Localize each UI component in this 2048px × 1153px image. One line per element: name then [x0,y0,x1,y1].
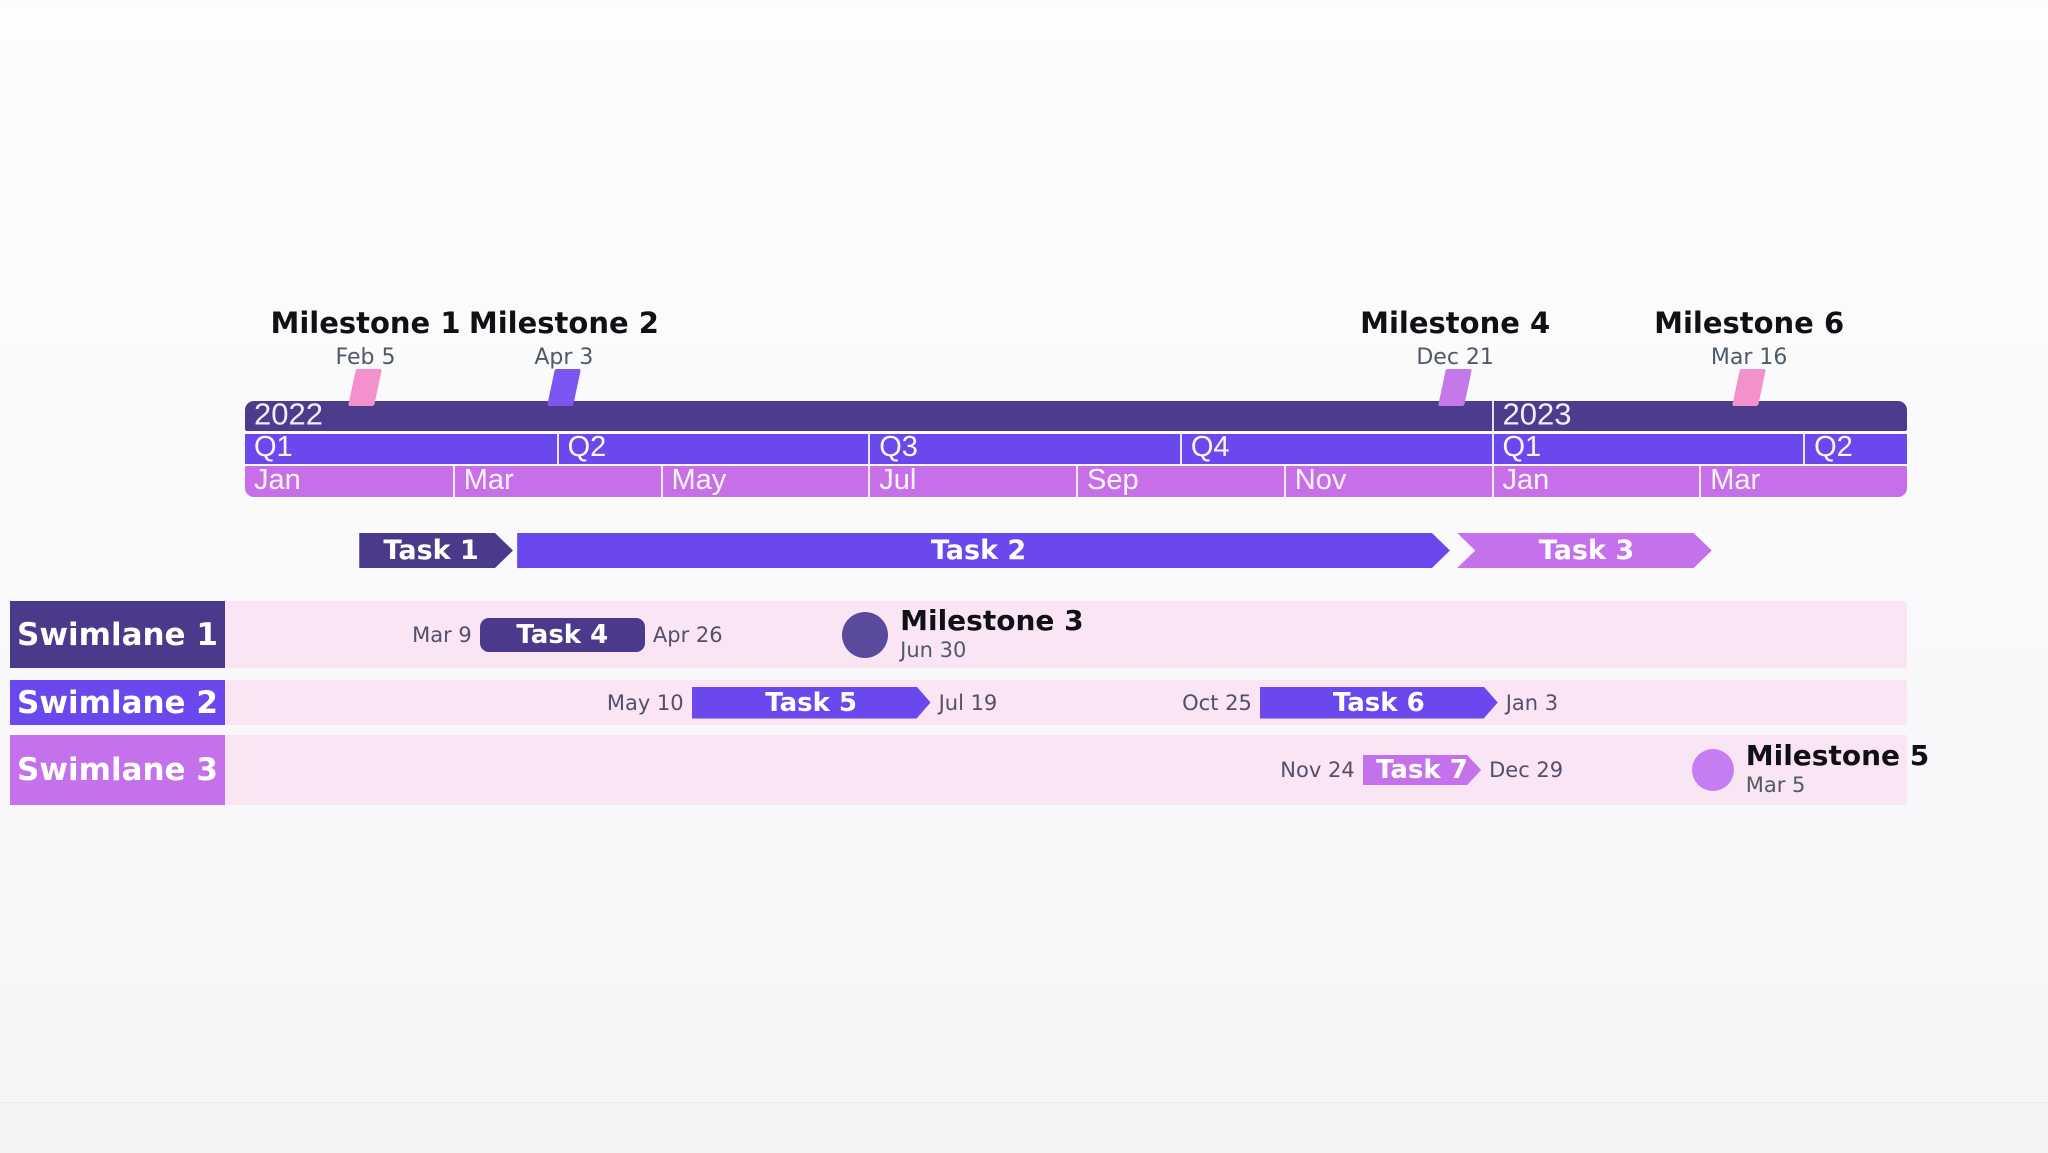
years-band-row: 2022 2023 [245,401,1907,431]
milestone-title: Milestone 5 [1745,739,1930,772]
task-end-date: Jul 19 [938,690,998,715]
swimlane-label-text: Swimlane 2 [17,684,218,721]
milestone-title: Milestone 4 [1360,306,1551,340]
task-label: Task 2 [930,535,1027,566]
task-start-date: Oct 25 [1182,690,1252,715]
milestone-title: Milestone 3 [900,603,1084,637]
quarters-band-row: Q1 Q2 Q3 Q4 Q1 Q2 [245,434,1907,464]
month-segment-label: Mar [1710,466,1761,496]
milestone-date: Feb 5 [335,345,396,370]
milestone-circle[interactable] [842,611,889,658]
month-segment-label: May [671,466,727,496]
swimlane-label-text: Swimlane 1 [17,616,218,653]
quarter-segment-label: Q4 [1190,434,1230,464]
swimlane-row [10,735,1907,805]
task-label: Task 7 [1375,755,1468,785]
month-segment-label: Jan [254,466,301,496]
task-start-date: May 10 [606,690,684,715]
quarter-segment-label: Q1 [254,434,293,464]
months-band-row: Jan Mar May Jul Sep Nov Jan Mar [245,466,1907,497]
milestone-date: Jun 30 [900,637,967,662]
month-segment[interactable]: Sep [1076,466,1284,497]
quarter-segment-label: Q2 [1814,434,1853,464]
task-bar[interactable]: Task 2 [517,533,1450,568]
bottom-strip [0,1102,2048,1153]
task-end-date: Jan 3 [1505,690,1559,715]
task-label: Task 6 [1332,687,1425,718]
task-label: Task 4 [516,619,609,650]
quarter-segment[interactable]: Q2 [1803,434,1907,464]
milestone-date: Mar 16 [1710,345,1788,370]
milestone-title: Milestone 6 [1654,306,1845,340]
swimlane-row [10,601,1907,668]
month-segment[interactable]: Jan [1491,466,1700,497]
top-milestone: Milestone 6 Mar 16 [1654,306,1844,373]
milestone-title: Milestone 2 [468,306,659,340]
quarter-segment[interactable]: Q4 [1179,434,1492,464]
milestone-circle[interactable] [1691,749,1734,791]
month-segment[interactable]: Mar [452,466,661,497]
top-milestone: Milestone 2 Apr 3 [469,306,659,373]
milestone-date: Apr 3 [534,345,594,370]
task-label: Task 3 [1538,535,1635,566]
task-end-date: Dec 29 [1489,758,1564,782]
month-segment-label: Nov [1294,466,1347,496]
swimlane-label[interactable]: Swimlane 3 [10,735,225,805]
swimlane-row [10,680,1907,725]
quarter-segment[interactable]: Q1 [1491,434,1804,464]
task-start-date: Mar 9 [412,622,472,647]
year-segment[interactable]: 2023 [1491,401,1907,431]
task-bar[interactable]: Task 5 [692,687,931,719]
task-bar[interactable]: Task 7 [1363,755,1481,785]
task-label: Task 1 [383,535,479,566]
month-segment-label: Sep [1087,466,1139,496]
task-start-date: Nov 24 [1280,758,1355,782]
quarter-segment-label: Q2 [567,434,607,464]
task-bar[interactable]: Task 1 [359,533,513,568]
month-segment[interactable]: Nov [1283,466,1492,497]
month-segment-label: Mar [463,466,514,496]
task-bar[interactable]: Task 6 [1260,687,1498,719]
year-segment-label: 2022 [254,401,323,431]
swimlane-label[interactable]: Swimlane 1 [10,601,225,668]
month-segment[interactable]: Mar [1699,466,1907,497]
task-end-date: Apr 26 [652,622,723,647]
year-segment[interactable]: 2022 [245,401,1492,431]
quarter-segment-label: Q3 [879,434,918,464]
task-label: Task 5 [765,687,858,718]
quarter-segment[interactable]: Q3 [868,434,1180,464]
month-segment[interactable]: Jul [868,466,1076,497]
year-segment-label: 2023 [1502,401,1572,431]
quarter-segment-label: Q1 [1502,434,1542,464]
quarter-segment[interactable]: Q2 [556,434,869,464]
milestone-title: Milestone 1 [270,306,461,340]
quarter-segment[interactable]: Q1 [245,434,557,464]
month-segment[interactable]: Jan [245,466,453,497]
task-bar[interactable]: Task 4 [479,617,645,652]
top-milestone: Milestone 1 Feb 5 [270,306,460,373]
swimlane-label[interactable]: Swimlane 2 [10,680,225,725]
month-segment-label: Jul [879,466,917,496]
month-segment[interactable]: May [660,466,869,497]
task-bar[interactable]: Task 3 [1457,533,1711,568]
swimlane-label-text: Swimlane 3 [17,752,218,788]
milestone-date: Dec 21 [1416,345,1494,370]
month-segment-label: Jan [1502,466,1550,496]
top-milestone: Milestone 4 Dec 21 [1360,306,1550,373]
milestone-date: Mar 5 [1745,773,1806,797]
